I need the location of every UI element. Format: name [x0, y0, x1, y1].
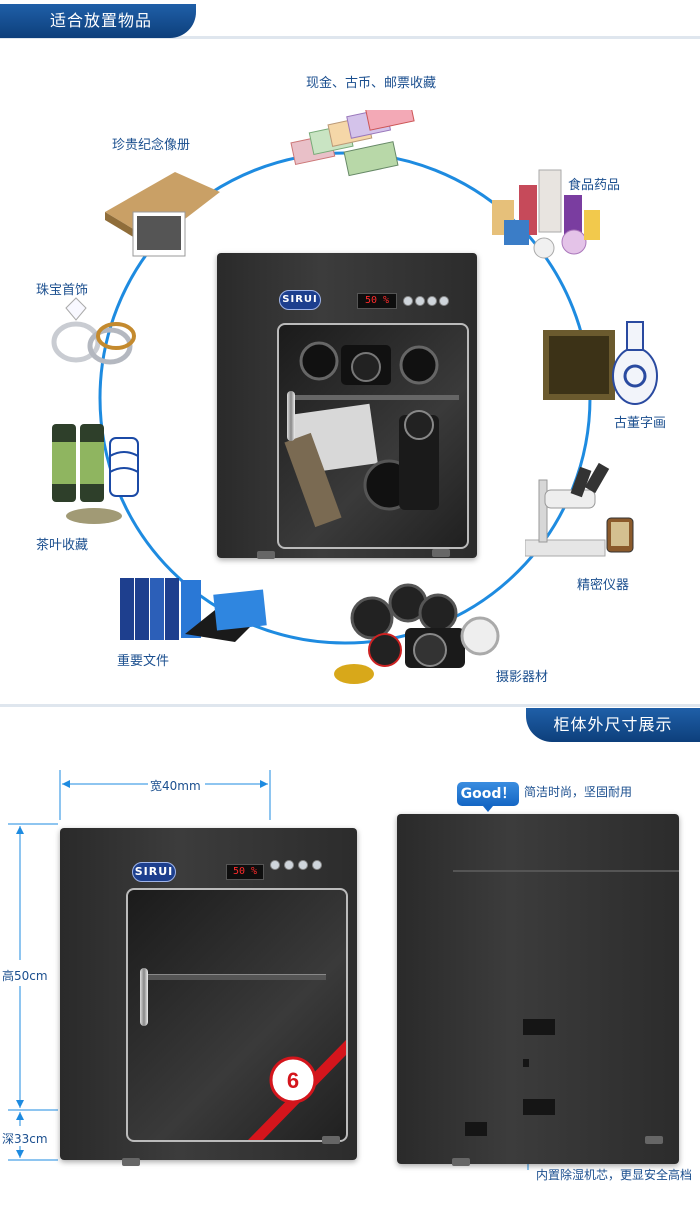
cabinet-back — [397, 814, 679, 1166]
money-image — [288, 98, 438, 180]
tea-image — [48, 420, 148, 528]
warranty-number: 6 — [287, 1068, 299, 1093]
section-header-suitable-items: 适合放置物品 — [0, 0, 700, 39]
brand-logo: SIRUI — [132, 862, 176, 882]
cabinet-center: SIRUI 50 % — [217, 253, 477, 559]
cabinet-foot — [122, 1158, 140, 1166]
dimension-lines — [8, 770, 529, 1170]
control-button[interactable] — [403, 296, 413, 306]
cabinet-shelf — [146, 974, 326, 980]
good-description: 简洁时尚，坚固耐用 — [524, 785, 633, 799]
item-label-jewelry: 珠宝首饰 — [36, 283, 89, 298]
cabinet-contents — [284, 341, 459, 528]
humidity-display: 50 % — [357, 293, 397, 309]
item-label-documents: 重要文件 — [117, 654, 170, 669]
medicine-image — [484, 160, 604, 265]
section-header-dimensions: 柜体外尺寸展示 — [0, 704, 700, 742]
item-label-album: 珍贵纪念像册 — [112, 138, 191, 153]
item-label-medicine: 食品药品 — [568, 178, 621, 193]
album-image — [95, 162, 225, 262]
height-label: 高50cm — [2, 969, 48, 983]
good-badge: Good！ — [457, 782, 519, 812]
cabinet-foot — [257, 551, 275, 559]
bottom-note: 内置除湿机芯，更显安全高档 — [536, 1168, 693, 1182]
control-button[interactable] — [284, 860, 294, 870]
control-button[interactable] — [439, 296, 449, 306]
cabinet-foot — [645, 1136, 663, 1144]
item-label-instrument: 精密仪器 — [577, 578, 630, 593]
cabinet-door[interactable]: 6 — [126, 888, 348, 1142]
item-label-antique: 古董字画 — [614, 416, 667, 431]
brand-logo: SIRUI — [279, 290, 321, 310]
warranty-ribbon: 6 — [248, 1040, 346, 1140]
microscope-image — [524, 460, 640, 565]
depth-label: 深33cm — [2, 1132, 48, 1146]
jewelry-image — [40, 296, 140, 376]
back-panel-details — [465, 1019, 555, 1136]
control-button[interactable] — [312, 860, 322, 870]
header-divider — [0, 36, 700, 39]
cabinet-front: SIRUI 50 % 6 — [60, 828, 357, 1166]
control-button[interactable] — [427, 296, 437, 306]
width-label: 宽40mm — [150, 779, 201, 793]
item-label-camera: 摄影器材 — [496, 670, 549, 685]
cabinet-foot — [432, 549, 450, 557]
door-handle[interactable] — [140, 968, 148, 1026]
item-label-tea: 茶叶收藏 — [36, 538, 89, 553]
humidity-display: 50 % — [226, 864, 264, 880]
camera-image — [330, 578, 505, 688]
item-label-money: 现金、古币、邮票收藏 — [306, 76, 437, 91]
header-divider — [0, 704, 700, 707]
cabinet-foot — [322, 1136, 340, 1144]
control-button[interactable] — [270, 860, 280, 870]
door-handle[interactable] — [287, 391, 295, 441]
cabinet-foot — [452, 1158, 470, 1166]
control-button[interactable] — [298, 860, 308, 870]
documents-image — [115, 572, 275, 644]
control-button[interactable] — [415, 296, 425, 306]
top-edge — [453, 870, 679, 872]
cabinet-door[interactable] — [277, 323, 469, 549]
section-title: 适合放置物品 — [0, 4, 196, 38]
section-title: 柜体外尺寸展示 — [526, 708, 700, 742]
antique-image — [543, 318, 661, 408]
